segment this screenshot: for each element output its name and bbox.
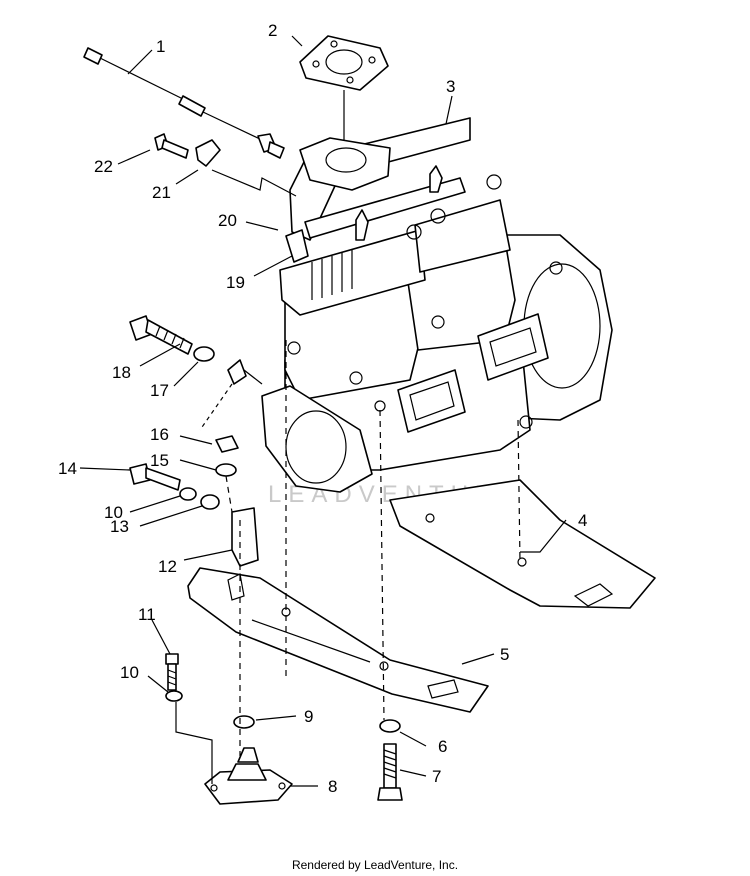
callout-18: 18 (112, 363, 131, 382)
callout-11: 11 (138, 605, 156, 624)
callout-17: 17 (150, 381, 169, 400)
part-6-washer (379, 719, 401, 733)
part-10-lockwasher-lower (165, 690, 183, 702)
part-12-bracket (231, 507, 259, 567)
part-14-bolt (129, 463, 181, 491)
callout-5: 5 (500, 645, 509, 664)
part-1-cable (83, 47, 285, 159)
callout-21: 21 (152, 183, 171, 202)
callout-3: 3 (446, 77, 455, 96)
callout-13: 13 (110, 517, 129, 536)
part-8-rubber-mount (204, 747, 293, 805)
part-22-bolt (154, 133, 189, 159)
callout-labels: 1 2 3 4 5 6 7 8 9 10 11 12 13 14 15 16 1… (58, 21, 587, 796)
part-16-nut (215, 435, 239, 453)
part-2-gasket (299, 35, 389, 91)
callout-8: 8 (328, 777, 337, 796)
callout-10-lower: 10 (120, 663, 139, 682)
part-21-clip (195, 139, 221, 167)
part-7-bolt (377, 743, 403, 801)
callout-14: 14 (58, 459, 77, 478)
callout-1: 1 (156, 37, 165, 56)
leader-lines (79, 35, 567, 787)
callout-10-upper: 10 (104, 503, 123, 522)
engine-block (261, 117, 613, 493)
callout-20: 20 (218, 211, 237, 230)
callout-9: 9 (304, 707, 313, 726)
callout-15: 15 (150, 451, 169, 470)
callout-4: 4 (578, 511, 587, 530)
callout-12: 12 (158, 557, 177, 576)
part-4-mount-plate (389, 479, 656, 609)
callout-7: 7 (432, 767, 441, 786)
callout-16: 16 (150, 425, 169, 444)
part-5-mount-plate (187, 567, 489, 713)
callout-22: 22 (94, 157, 113, 176)
part-11-bolt (165, 653, 179, 691)
part-17-lug (227, 359, 247, 385)
callout-2: 2 (268, 21, 277, 40)
part-15-washer (215, 463, 237, 477)
part-13-washer (200, 494, 220, 510)
callout-6: 6 (438, 737, 447, 756)
part-10-lockwasher-upper (179, 487, 197, 501)
callout-19: 19 (226, 273, 245, 292)
part-17-washer (193, 346, 215, 362)
part-9-washer (233, 715, 255, 729)
footer-credit: Rendered by LeadVenture, Inc. (291, 858, 459, 872)
part-18-bolt (129, 315, 193, 355)
